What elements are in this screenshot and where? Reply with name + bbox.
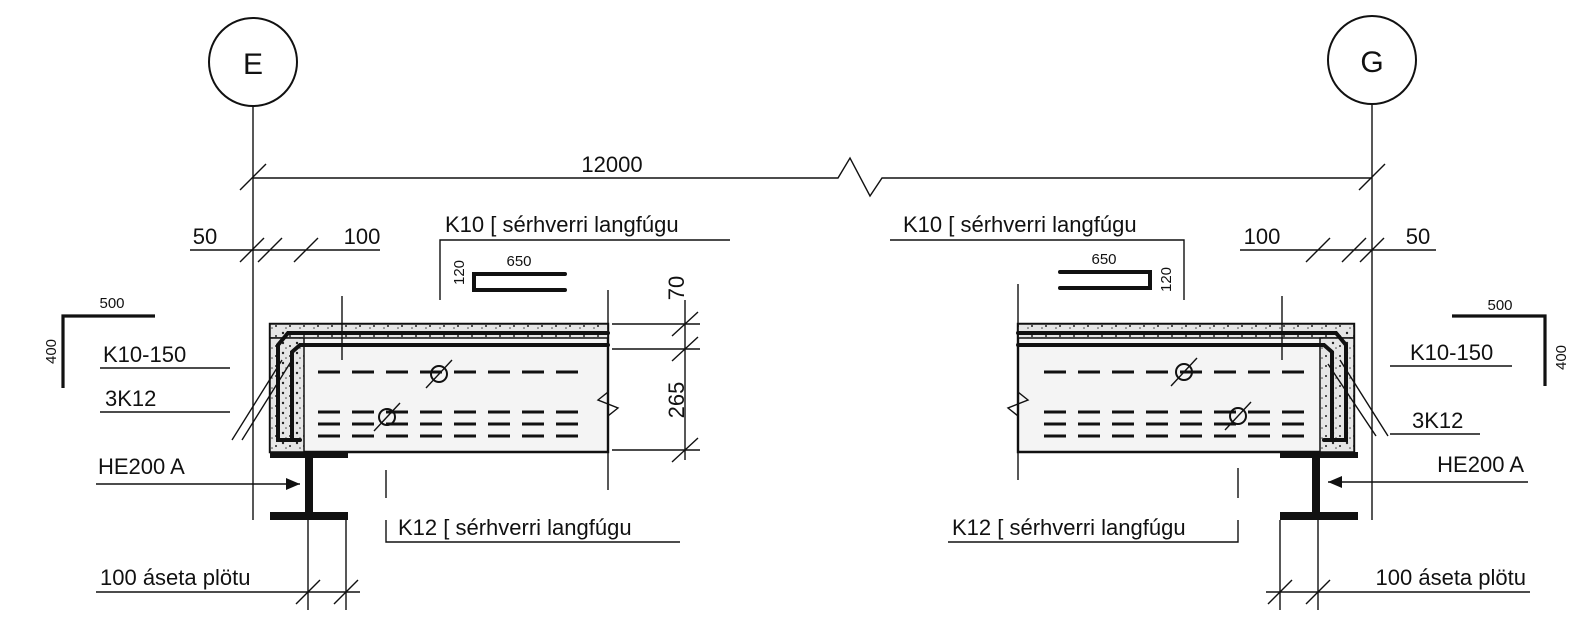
left-angle-height: 400 bbox=[43, 339, 60, 364]
right-angle-height: 400 bbox=[1553, 345, 1570, 370]
left-detail: 50 100 K10 [ sérhverri langfúgu 650 120 … bbox=[43, 212, 730, 610]
right-bolt-label: 100 áseta plötu bbox=[1376, 565, 1526, 590]
right-detail: 100 50 K10 [ sérhverri langfúgu 650 120 … bbox=[890, 212, 1570, 610]
left-top-bar-label: K10 [ sérhverri langfúgu bbox=[445, 212, 679, 237]
left-dim-edge: 50 bbox=[193, 224, 217, 249]
overall-dimension-line: 12000 bbox=[239, 152, 1386, 198]
left-angle-length: 500 bbox=[99, 295, 124, 312]
left-edge-bars-label: 3K12 bbox=[105, 386, 156, 411]
right-bar-length: 650 bbox=[1091, 251, 1116, 268]
overall-dimension-label: 12000 bbox=[581, 152, 642, 177]
left-bar-hook: 120 bbox=[451, 260, 468, 285]
right-bar-hook: 120 bbox=[1158, 267, 1175, 292]
left-dim-top-layer: 70 bbox=[664, 276, 689, 300]
right-top-bar-label: K10 [ sérhverri langfúgu bbox=[903, 212, 1137, 237]
grid-axis-e: E bbox=[208, 17, 298, 520]
left-dim-depth: 265 bbox=[664, 382, 689, 419]
grid-axis-g-label: G bbox=[1360, 46, 1383, 79]
right-dim-edge: 50 bbox=[1406, 224, 1430, 249]
left-bottom-bar-label: K12 [ sérhverri langfúgu bbox=[398, 515, 632, 540]
grid-axis-e-label: E bbox=[243, 48, 263, 81]
left-dim-inset: 100 bbox=[344, 224, 381, 249]
right-edge-bars-label: 3K12 bbox=[1412, 408, 1463, 433]
grid-axis-g: G bbox=[1327, 15, 1417, 520]
right-stirrup-label: K10-150 bbox=[1410, 340, 1493, 365]
left-beam-label: HE200 A bbox=[98, 454, 185, 479]
right-beam-label: HE200 A bbox=[1437, 452, 1524, 477]
right-dim-inset: 100 bbox=[1244, 224, 1281, 249]
right-bottom-bar-label: K12 [ sérhverri langfúgu bbox=[952, 515, 1186, 540]
left-bolt-label: 100 áseta plötu bbox=[100, 565, 250, 590]
left-stirrup-label: K10-150 bbox=[103, 342, 186, 367]
left-bar-length: 650 bbox=[506, 253, 531, 270]
right-angle-length: 500 bbox=[1487, 297, 1512, 314]
